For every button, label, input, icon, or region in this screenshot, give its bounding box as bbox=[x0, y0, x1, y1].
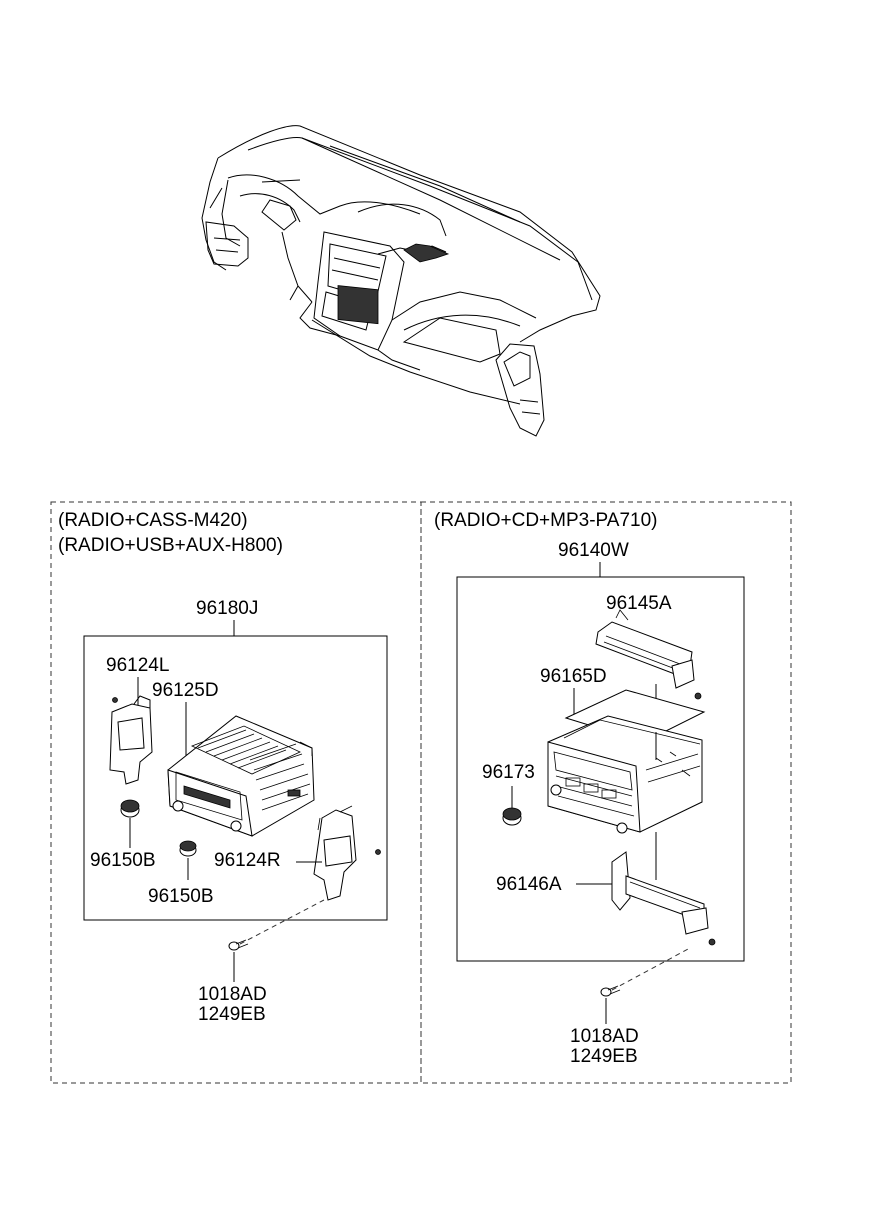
right-radio-unit bbox=[547, 715, 703, 834]
right-bracket-bottom-label: 96146A bbox=[496, 874, 562, 895]
left-variant-line2: (RADIO+USB+AUX-H800) bbox=[58, 535, 283, 556]
right-bracket-top-label: 96145A bbox=[606, 593, 672, 614]
right-assembly-label: 96140W bbox=[558, 540, 629, 561]
right-screw-label-1: 1018AD bbox=[570, 1026, 639, 1047]
right-panel-frame bbox=[420, 501, 792, 1084]
left-knob-1-label: 96150B bbox=[90, 850, 156, 871]
left-screw-label-1: 1018AD bbox=[198, 984, 267, 1005]
right-bracket-top-part bbox=[595, 609, 702, 700]
left-knob-1 bbox=[120, 799, 140, 818]
left-knob-2-label: 96150B bbox=[148, 886, 214, 907]
left-bracket-right-label: 96124R bbox=[214, 850, 281, 871]
left-assembly-label: 96180J bbox=[196, 598, 258, 619]
right-knob-label: 96173 bbox=[482, 762, 535, 783]
left-radio-unit bbox=[167, 715, 315, 837]
left-bracket-part bbox=[109, 695, 153, 785]
right-variant: (RADIO+CD+MP3-PA710) bbox=[434, 510, 658, 531]
right-cover-label: 96165D bbox=[540, 666, 607, 687]
left-variant-line1: (RADIO+CASS-M420) bbox=[58, 510, 248, 531]
right-bracket-part-left-panel bbox=[313, 805, 381, 901]
left-knob-2 bbox=[179, 840, 197, 857]
right-knob bbox=[502, 807, 522, 826]
dashboard-illustration bbox=[201, 125, 601, 437]
left-bracket-label: 96124L bbox=[106, 655, 169, 676]
right-screw-label-2: 1249EB bbox=[570, 1046, 638, 1067]
left-assembly-box bbox=[83, 635, 388, 921]
right-assembly-box bbox=[456, 576, 745, 962]
right-screw bbox=[600, 985, 621, 997]
right-bracket-bottom-part bbox=[611, 851, 716, 946]
left-screw bbox=[228, 939, 249, 951]
left-screw-label-2: 1249EB bbox=[198, 1004, 266, 1025]
left-cover-label: 96125D bbox=[152, 680, 219, 701]
